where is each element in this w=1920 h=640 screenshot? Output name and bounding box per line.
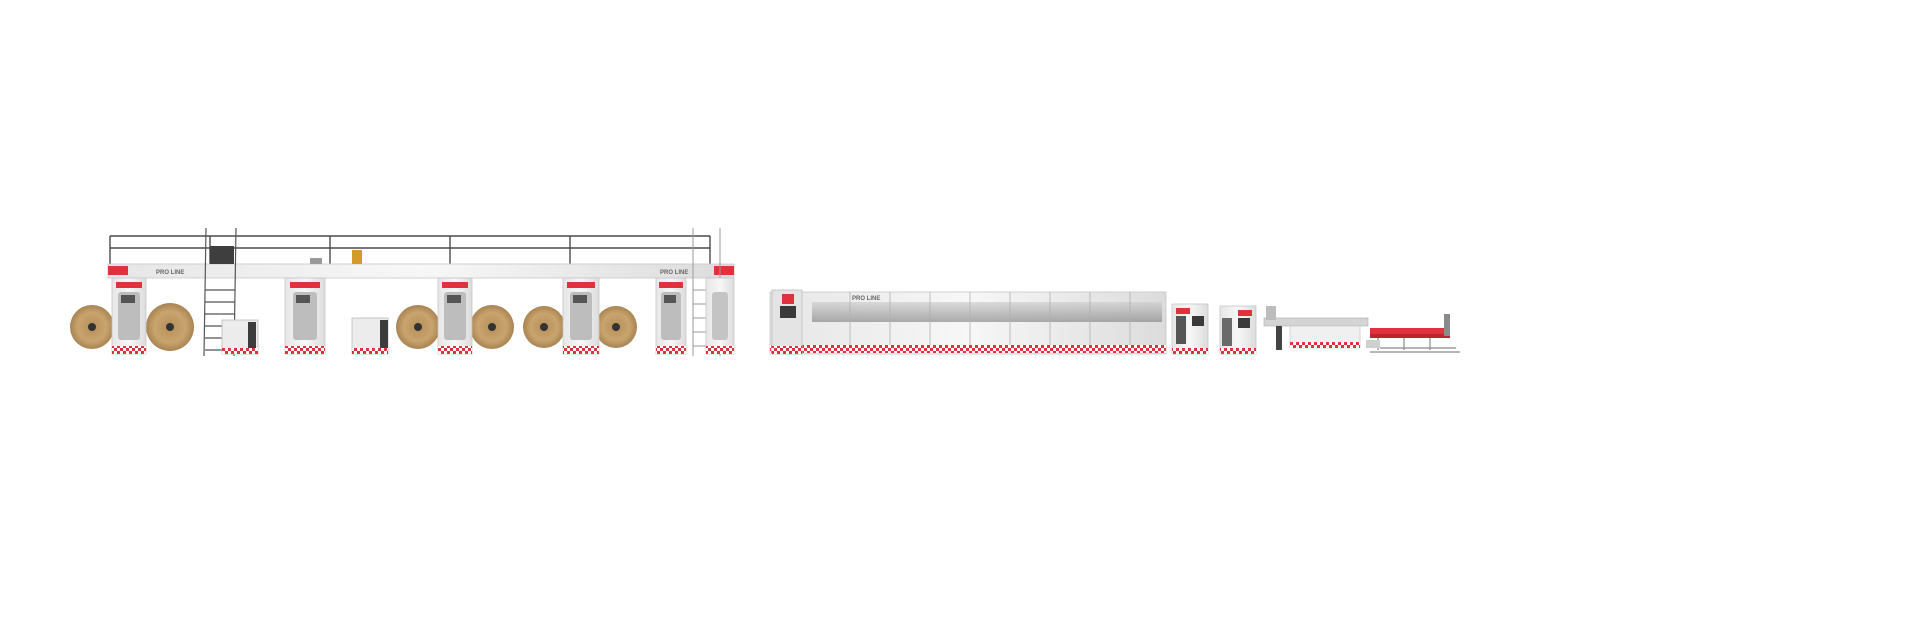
paper-roll	[595, 306, 637, 348]
corrugator-section: PRO LINE PRO LINE	[70, 227, 735, 357]
bridge-small-unit	[310, 258, 322, 264]
paper-roll	[396, 305, 440, 349]
brand-badge-left	[108, 266, 128, 275]
roll-stand	[437, 277, 473, 355]
delivery-conveyor	[1263, 306, 1369, 350]
roll-stand	[655, 277, 687, 355]
brand-badge-right	[714, 266, 734, 275]
bridge-beam	[107, 263, 735, 279]
roll-stands	[111, 277, 735, 355]
walkway-railing	[109, 235, 711, 264]
roll-stand	[284, 277, 326, 355]
board-stacker	[1366, 314, 1460, 353]
stacker-section	[1171, 303, 1460, 355]
bridge-label-right: PRO LINE	[660, 270, 688, 276]
floor-cabinet	[351, 317, 389, 355]
converting-line: PRO LINE	[769, 289, 1167, 355]
paper-rolls	[70, 303, 637, 351]
paper-roll	[146, 303, 194, 351]
converting-line-label: PRO LINE	[852, 296, 880, 302]
roll-stand	[705, 277, 735, 355]
bridge-yellow-unit	[352, 250, 362, 264]
control-cabinet	[1219, 305, 1257, 355]
converting-line-dividers	[849, 292, 1131, 346]
floor-cabinet	[221, 319, 259, 355]
feeder-unit	[771, 289, 803, 355]
converting-line-checker-stripe	[770, 345, 1166, 353]
roll-stand	[562, 277, 600, 355]
control-screen	[780, 306, 796, 318]
converting-line-body	[769, 291, 1167, 355]
roll-stand	[111, 277, 147, 355]
paper-roll	[470, 305, 514, 349]
control-cabinet	[1171, 303, 1209, 355]
paper-roll	[70, 305, 114, 349]
bridge-drive-unit	[210, 246, 234, 264]
bridge-label-left: PRO LINE	[156, 270, 184, 276]
paper-roll	[523, 306, 565, 348]
converting-line-window	[812, 302, 1162, 322]
